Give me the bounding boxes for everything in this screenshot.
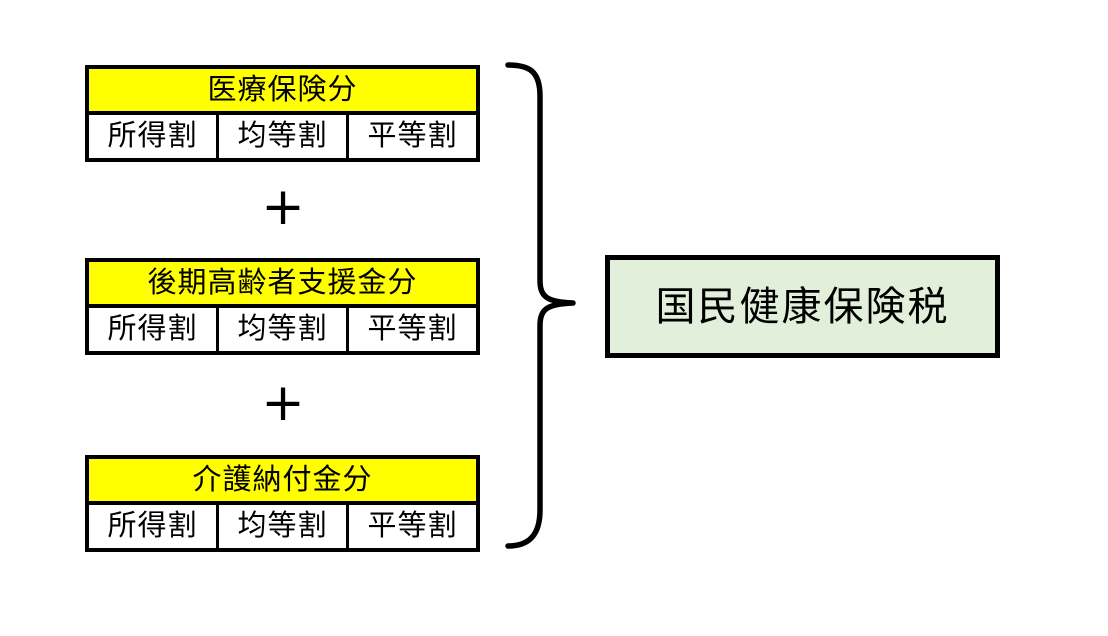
cell-per-household-levy: 平等割	[367, 120, 458, 152]
cell-per-capita-levy: 均等割	[219, 115, 349, 158]
cell-per-capita-levy: 均等割	[219, 505, 349, 548]
group-title-nursing-care: 介護納付金分	[89, 459, 476, 505]
cell-per-household-levy: 平等割	[367, 313, 458, 345]
cell-per-capita-levy: 均等割	[219, 308, 349, 351]
group-box-medical: 医療保険分 所得割 均等割 平等割	[85, 65, 480, 162]
group-title-medical: 医療保険分	[89, 69, 476, 115]
cell-income-levy: 所得割	[89, 308, 219, 351]
result-box-insurance-tax: 国民健康保険税	[605, 255, 1000, 358]
group-cells-nursing-care: 所得割 均等割 平等割	[89, 505, 476, 548]
group-box-nursing-care: 介護納付金分 所得割 均等割 平等割	[85, 455, 480, 552]
cell-income-levy: 所得割	[89, 505, 219, 548]
group-title-elderly-support: 後期高齢者支援金分	[89, 262, 476, 308]
group-box-elderly-support: 後期高齢者支援金分 所得割 均等割 平等割	[85, 258, 480, 355]
cell-income-levy: 所得割	[89, 115, 219, 158]
plus-icon: +	[261, 177, 305, 237]
group-cells-medical: 所得割 均等割 平等割	[89, 115, 476, 158]
cell-per-household-levy: 平等割	[367, 510, 458, 542]
result-label: 国民健康保険税	[655, 284, 950, 329]
group-cells-elderly-support: 所得割 均等割 平等割	[89, 308, 476, 351]
curly-brace-icon	[505, 62, 576, 549]
plus-icon: +	[261, 373, 305, 433]
